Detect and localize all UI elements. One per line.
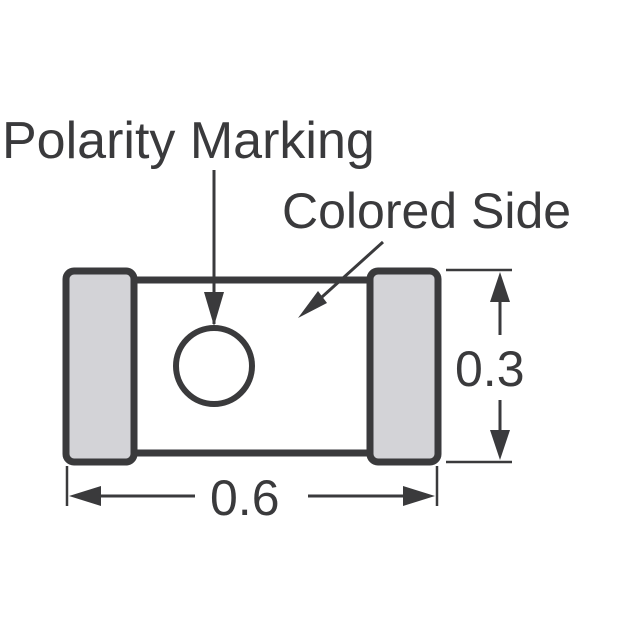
polarity-marking-circle [173, 325, 255, 407]
width-dimension-label: 0.6 [210, 470, 280, 526]
height-dimension-label: 0.3 [455, 341, 525, 397]
colored-side-label: Colored Side [282, 183, 571, 239]
colored-side-arrow [310, 240, 385, 308]
polarity-marking-label: Polarity Marking [2, 112, 375, 170]
left-terminal [62, 267, 138, 466]
right-terminal [366, 267, 442, 466]
